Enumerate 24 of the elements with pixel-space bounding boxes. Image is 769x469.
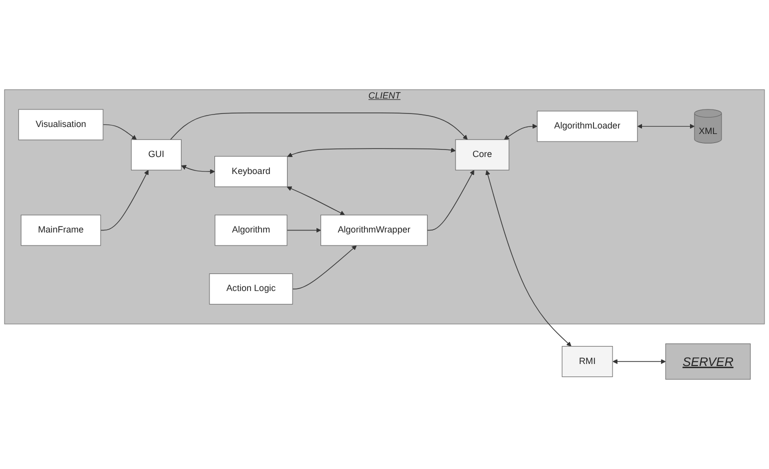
node-box: GUI <box>131 139 182 170</box>
arrow <box>286 228 322 233</box>
arrow <box>287 148 456 158</box>
arrow <box>612 359 666 364</box>
node-box: Keyboard <box>214 156 288 188</box>
arrow <box>292 245 357 290</box>
arrow <box>504 124 538 140</box>
arrow <box>485 170 572 347</box>
node-box: Visualisation <box>18 109 104 140</box>
arrow <box>170 112 468 140</box>
arrow <box>426 170 474 231</box>
arrow <box>100 170 149 231</box>
arrow <box>181 165 215 174</box>
node-box: AlgorithmWrapper <box>320 214 428 246</box>
node-box: Algorithm <box>214 214 288 246</box>
node-box: Core <box>455 139 510 170</box>
arrow <box>637 124 695 129</box>
node-box: SERVER <box>665 343 751 380</box>
node-box: MainFrame <box>20 214 101 246</box>
node-box: Action Logic <box>209 273 293 305</box>
node-box: AlgorithmLoader <box>536 110 638 142</box>
node-box: RMI <box>562 346 613 378</box>
arrow <box>102 124 137 140</box>
arrow <box>286 186 345 216</box>
